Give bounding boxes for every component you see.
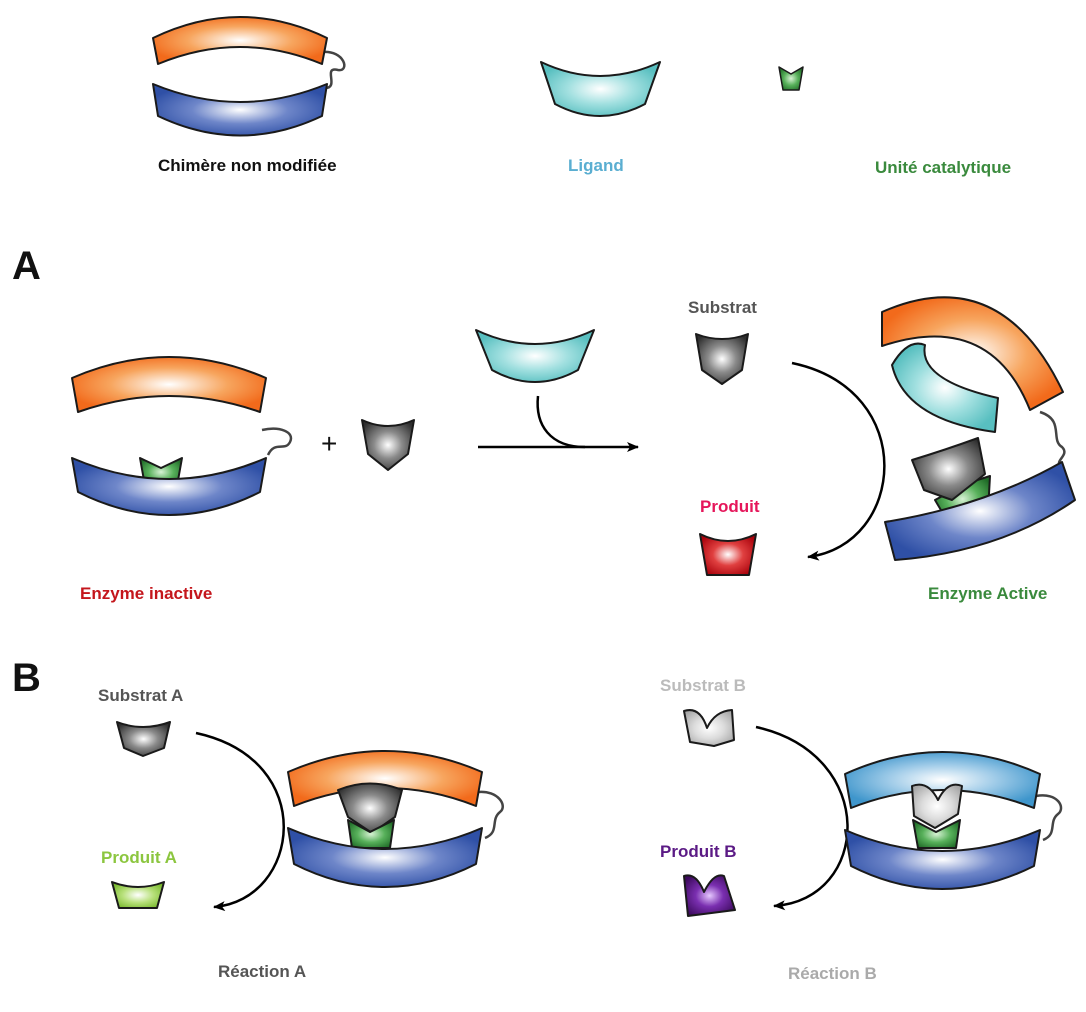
product-label: Produit [700,497,760,516]
product-shape-a [699,533,757,576]
substrate-a-shape [116,721,171,757]
inactive-enzyme-label: Enzyme inactive [80,584,213,603]
inactive-orange-domain [71,356,267,413]
substrate-label: Substrat [688,298,757,317]
catalytic-unit-label: Unité catalytique [875,158,1012,177]
legend-orange-domain [152,16,328,65]
section-a-marker: A [12,244,41,288]
active-ligand [891,342,999,433]
enzyme-b-blue-top-domain [844,751,1041,809]
active-linker [1039,410,1066,467]
enzyme-a [287,750,504,888]
active-substrate [911,437,986,501]
product-b-shape [683,874,736,917]
reaction-a-arrow [195,731,285,912]
active-orange-domain [881,296,1064,411]
reaction-a-label: Réaction A [218,962,307,981]
substrate-shape-a-inline [361,419,415,471]
legend-blue-domain [152,83,328,137]
section-b-marker: B [12,656,41,700]
legend-unmodified-chimera [152,16,346,137]
product-a-label: Produit A [101,848,177,867]
substrate-a-label: Substrat A [98,686,184,705]
legend-ligand-shape [540,61,661,117]
legend-catalytic-unit-shape [778,66,804,91]
legend-linker [321,50,346,90]
product-a-shape [111,881,165,909]
active-enzyme [881,296,1076,561]
substrate-shape-a [695,333,749,385]
substrate-b-label: Substrat B [660,676,746,695]
enzyme-b-catalytic-unit [912,819,961,849]
enzyme-b [844,751,1063,890]
inactive-linker [261,427,293,456]
ligand-join-curve [536,395,586,449]
chimera-label: Chimère non modifiée [158,156,337,175]
enzyme-a-blue-domain [287,827,483,888]
ligand-label: Ligand [568,156,624,175]
enzyme-a-catalytic-unit [347,819,395,849]
reaction-b-label: Réaction B [788,964,877,983]
active-blue-domain [884,461,1076,561]
substrate-b-shape [683,709,735,747]
active-enzyme-label: Enzyme Active [928,584,1048,603]
reaction-b-arrow [755,725,849,911]
reaction-arrow-a [791,361,886,561]
product-b-label: Produit B [660,842,737,861]
enzyme-b-linker [1035,794,1063,842]
inactive-blue-domain [71,457,267,516]
inactive-enzyme [71,356,293,516]
enzyme-b-blue-domain [844,829,1041,890]
plus-sign: + [321,428,338,459]
ligand-shape-a [475,329,595,383]
enzyme-b-substrate [911,783,963,829]
enzyme-a-linker [477,790,504,840]
